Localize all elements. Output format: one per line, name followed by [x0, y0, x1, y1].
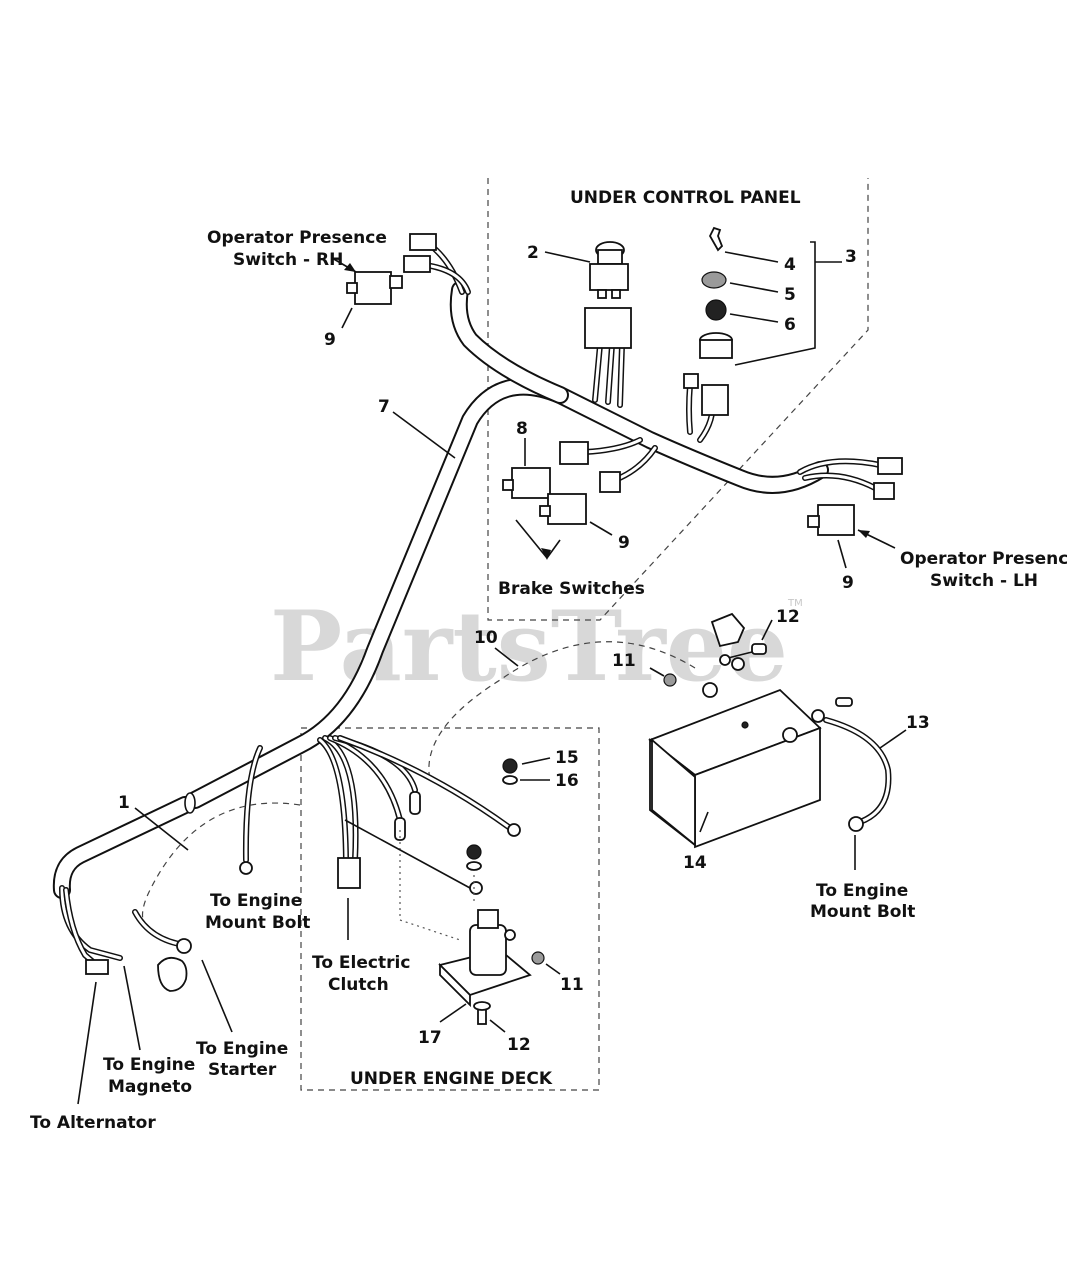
clutch-connector — [337, 857, 361, 889]
lh-connector-1 — [877, 457, 903, 475]
harness-tail-connections: To Engine Mount Bolt 1 To Engine Starter… — [30, 745, 310, 1133]
starter-solenoid: 11 12 17 — [344, 819, 584, 1055]
part-number-5: 5 — [784, 285, 796, 305]
operator-presence-lh-line2: Switch - LH — [930, 571, 1038, 591]
to-alternator-label: To Alternator — [30, 1113, 156, 1133]
part-number-9-lh: 9 — [842, 573, 854, 593]
lh-connector-2 — [873, 482, 895, 500]
part-number-6: 6 — [784, 315, 796, 335]
control-panel-boundary — [487, 178, 869, 621]
brake-switches: 8 9 Brake Switches — [498, 419, 645, 599]
brake-connector-2 — [599, 471, 621, 493]
switch-body-rh — [354, 271, 392, 305]
to-engine-mount-bolt-left-line1: To Engine — [210, 891, 302, 911]
harness-connectors — [403, 233, 903, 500]
alternator-connector — [85, 959, 109, 975]
operator-presence-switch-rh: Operator Presence Switch - RH 9 — [207, 228, 403, 350]
rh-connector-1 — [409, 233, 437, 251]
nut-and-washer: 15 16 — [502, 748, 579, 791]
engine-deck-wiring: To Electric Clutch — [312, 735, 521, 995]
part-number-9-rh: 9 — [324, 330, 336, 350]
starter-terminal-boot — [157, 956, 188, 992]
battery-cable-10: 10 — [428, 628, 696, 781]
part-number-7: 7 — [378, 397, 390, 417]
to-electric-clutch-line2: Clutch — [328, 975, 389, 995]
operator-presence-lh-line1: Operator Presence — [900, 549, 1067, 569]
under-control-panel-label: UNDER CONTROL PANEL — [570, 188, 801, 208]
ground-cable-13: 13 To Engine Mount Bolt — [810, 697, 930, 922]
brake-connector-1 — [559, 441, 589, 465]
pto-connector — [701, 384, 729, 416]
to-engine-mount-bolt-left-line2: Mount Bolt — [205, 913, 310, 933]
to-electric-clutch-line1: To Electric — [312, 953, 410, 973]
under-engine-deck-region: UNDER ENGINE DECK — [300, 727, 600, 1091]
pto-switch: 2 — [527, 241, 629, 299]
part-number-17: 17 — [418, 1028, 442, 1048]
rh-connector-2 — [403, 255, 431, 273]
operator-presence-switch-lh: 9 Operator Presence Switch - LH — [807, 504, 1067, 593]
brake-switch-8 — [511, 467, 551, 499]
watermark-trademark: TM — [787, 598, 803, 609]
part-number-1: 1 — [118, 793, 130, 813]
ignition-switch-assembly: 4 5 6 3 — [699, 226, 857, 366]
brake-switches-label: Brake Switches — [498, 579, 645, 599]
pto-small-connector — [683, 373, 699, 389]
part-number-2: 2 — [527, 243, 539, 263]
switch-body-lh — [817, 504, 855, 536]
battery-terminal-neg — [782, 727, 798, 743]
to-engine-starter-line1: To Engine — [196, 1039, 288, 1059]
part-number-13: 13 — [906, 713, 930, 733]
main-wiring-harness — [52, 281, 829, 899]
ignition-key — [708, 226, 724, 252]
terminal-boot — [710, 612, 746, 648]
to-engine-magneto-line2: Magneto — [108, 1077, 192, 1097]
part-number-11-bottom: 11 — [560, 975, 584, 995]
part-number-15: 15 — [555, 748, 579, 768]
part-number-12-top: 12 — [776, 607, 800, 627]
part-number-10: 10 — [474, 628, 498, 648]
battery-terminal-hardware: 12 11 — [612, 607, 800, 687]
battery: 14 — [648, 682, 822, 873]
part-number-11-top: 11 — [612, 651, 636, 671]
battery-terminal-pos — [702, 682, 718, 698]
part-number-3: 3 — [845, 247, 857, 267]
ignition-nut-6 — [705, 299, 727, 321]
engine-deck-boundary — [300, 727, 600, 1091]
brake-switch-9 — [547, 493, 587, 525]
operator-presence-rh-line1: Operator Presence — [207, 228, 387, 248]
under-control-panel-region: UNDER CONTROL PANEL — [487, 178, 869, 621]
part-number-4: 4 — [784, 255, 796, 275]
part-number-8: 8 — [516, 419, 528, 439]
part-number-14: 14 — [683, 853, 707, 873]
part-number-9-brake: 9 — [618, 533, 630, 553]
ignition-plug-connector — [584, 307, 632, 349]
to-engine-mount-bolt-right-line2: Mount Bolt — [810, 902, 915, 922]
harness-callout: 7 — [378, 397, 456, 459]
to-engine-magneto-line1: To Engine — [103, 1055, 195, 1075]
ignition-nut-5 — [701, 271, 727, 289]
solenoid-body — [469, 924, 507, 976]
part-number-16: 16 — [555, 771, 579, 791]
under-engine-deck-label: UNDER ENGINE DECK — [350, 1069, 553, 1089]
part-number-12-bottom: 12 — [507, 1035, 531, 1055]
operator-presence-rh-line2: Switch - RH — [233, 250, 343, 270]
to-engine-starter-line2: Starter — [208, 1060, 277, 1080]
to-engine-mount-bolt-right-line1: To Engine — [816, 881, 908, 901]
